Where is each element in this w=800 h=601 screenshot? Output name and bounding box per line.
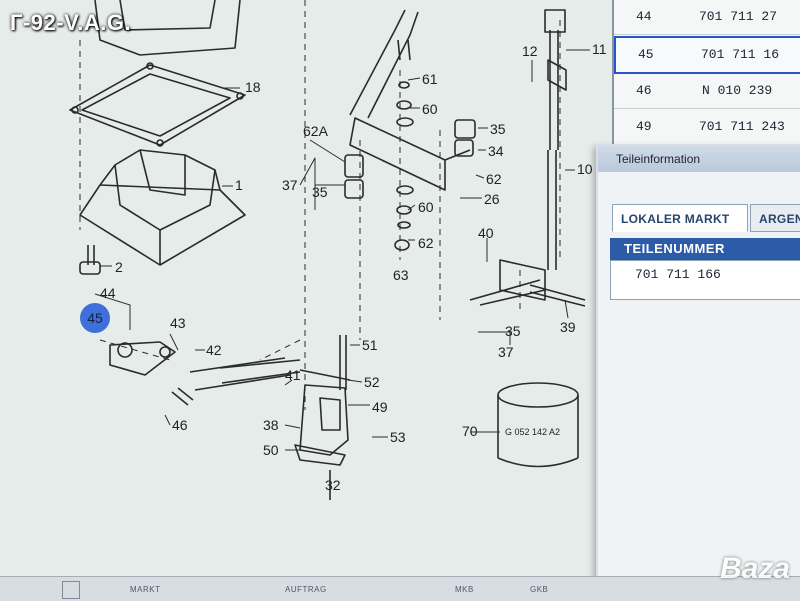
callout-46[interactable]: 46 [172,417,188,433]
callout-37b[interactable]: 37 [498,344,514,360]
part-number-cell: 701 711 16 [701,47,780,62]
part-number-cell: N 010 239 [702,83,773,98]
callout-37a[interactable]: 37 [282,177,298,193]
tab-argen[interactable]: ARGEN [750,204,800,232]
callout-62a[interactable]: 62A [303,123,328,139]
callout-32[interactable]: 32 [325,477,341,493]
callout-1[interactable]: 1 [235,177,243,193]
callout-2[interactable]: 2 [115,259,123,275]
callout-10[interactable]: 10 [577,161,593,177]
tab-lokaler-markt[interactable]: LOKALER MARKT [612,204,748,232]
part-label-g052: G 052 142 A2 [505,427,561,437]
callout-12[interactable]: 12 [522,43,538,59]
callout-35c[interactable]: 35 [505,323,521,339]
callout-39[interactable]: 39 [560,319,576,335]
callout-60a[interactable]: 60 [422,101,438,117]
callout-61a[interactable]: 61 [422,71,438,87]
status-mkb[interactable]: MKB [455,585,474,594]
parts-list-table: 44 701 711 27 45 701 711 16 46 N 010 239… [612,0,800,145]
callout-50[interactable]: 50 [263,442,279,458]
part-info-dialog: Teileinformation LOKALER MARKT ARGEN TEI… [596,144,800,588]
position-cell: 44 [636,9,652,24]
callout-40[interactable]: 40 [478,225,494,241]
status-bar: MARKT AUFTRAG MKB GKB [0,576,800,601]
app-logo-icon [62,581,80,599]
teilenummer-value: 701 711 166 [635,267,721,282]
callout-53[interactable]: 53 [390,429,406,445]
callout-42[interactable]: 42 [206,342,222,358]
callout-35a[interactable]: 35 [312,184,328,200]
watermark-top: Г-92-V.A.G. [10,10,132,35]
callout-60b[interactable]: 60 [418,199,434,215]
table-row[interactable]: 44 701 711 27 [614,0,800,35]
callout-35b[interactable]: 35 [490,121,506,137]
callout-62c[interactable]: 62 [418,235,434,251]
callout-43[interactable]: 43 [170,315,186,331]
teilenummer-field[interactable]: 701 711 166 [610,260,800,300]
callout-51[interactable]: 51 [362,337,378,353]
callout-52[interactable]: 52 [364,374,380,390]
position-cell: 46 [636,83,652,98]
dialog-title[interactable]: Teileinformation [598,146,800,172]
status-gkb[interactable]: GKB [530,585,549,594]
callout-44[interactable]: 44 [100,285,116,301]
callout-41[interactable]: 41 [285,367,301,383]
watermark-baza-logo: Baza [719,552,790,585]
callout-45-selected[interactable]: 45 [80,303,110,333]
parts-diagram[interactable] [0,0,600,576]
status-markt[interactable]: MARKT [130,585,161,594]
callout-26[interactable]: 26 [484,191,500,207]
position-cell: 49 [636,119,652,134]
callout-11[interactable]: 11 [592,41,607,57]
table-row[interactable]: 49 701 711 243 [614,110,800,145]
callout-34[interactable]: 34 [488,143,504,159]
callout-63[interactable]: 63 [393,267,409,283]
status-auftrag[interactable]: AUFTRAG [285,585,327,594]
table-row[interactable]: 46 N 010 239 [614,74,800,109]
table-row-selected[interactable]: 45 701 711 16 [614,36,800,74]
part-number-cell: 701 711 243 [699,119,785,134]
position-cell: 45 [638,47,654,62]
callout-49[interactable]: 49 [372,399,388,415]
callout-38[interactable]: 38 [263,417,279,433]
callout-62b[interactable]: 62 [486,171,502,187]
callout-70[interactable]: 70 [462,423,478,439]
part-number-cell: 701 711 27 [699,9,778,24]
callout-18[interactable]: 18 [245,79,261,95]
teilenummer-header: TEILENUMMER [610,238,800,260]
